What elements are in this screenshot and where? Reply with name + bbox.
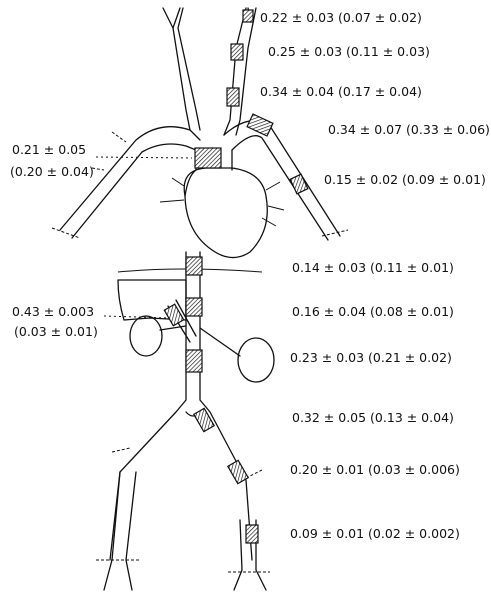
site-carotid-lower xyxy=(227,88,239,106)
leader-coeliac xyxy=(104,316,168,318)
label-aortic-bifurcation: 0.32 ± 0.05 (0.13 ± 0.04) xyxy=(292,412,454,425)
leader-aortic-arch xyxy=(96,157,192,158)
label-coeliac-b: (0.03 ± 0.01) xyxy=(14,326,98,339)
label-carotid-lower: 0.34 ± 0.04 (0.17 ± 0.04) xyxy=(260,86,422,99)
site-suprarenal-aorta xyxy=(186,298,202,316)
left-carotid-artery xyxy=(163,8,200,130)
site-iliac xyxy=(228,460,248,483)
label-brachial: 0.15 ± 0.02 (0.09 ± 0.01) xyxy=(324,174,486,187)
label-femoral: 0.09 ± 0.01 (0.02 ± 0.002) xyxy=(290,528,460,541)
label-suprarenal-aorta: 0.16 ± 0.04 (0.08 ± 0.01) xyxy=(292,306,454,319)
site-femoral xyxy=(246,525,258,543)
site-infrarenal-aorta xyxy=(186,350,202,372)
left-femoral-artery xyxy=(96,448,140,590)
label-coeliac-a: 0.43 ± 0.003 xyxy=(12,306,94,319)
label-infrarenal-aorta: 0.23 ± 0.03 (0.21 ± 0.02) xyxy=(290,352,452,365)
label-thoracic-aorta: 0.14 ± 0.03 (0.11 ± 0.01) xyxy=(292,262,454,275)
site-carotid-upper xyxy=(243,10,253,22)
site-carotid-mid xyxy=(231,44,243,60)
site-aortic-arch xyxy=(195,148,221,168)
site-thoracic-aorta xyxy=(186,257,202,275)
label-aortic-arch-b: (0.20 ± 0.04) xyxy=(10,166,94,179)
heart xyxy=(160,168,284,258)
right-carotid-artery xyxy=(224,8,256,135)
site-aortic-bifurcation xyxy=(194,408,214,431)
label-iliac: 0.20 ± 0.01 (0.03 ± 0.006) xyxy=(290,464,460,477)
right-kidney xyxy=(200,328,274,382)
label-carotid-mid: 0.25 ± 0.03 (0.11 ± 0.03) xyxy=(268,46,430,59)
label-subclavian: 0.34 ± 0.07 (0.33 ± 0.06) xyxy=(328,124,490,137)
label-aortic-arch-a: 0.21 ± 0.05 xyxy=(12,144,86,157)
site-subclavian xyxy=(247,114,273,136)
site-brachial xyxy=(290,174,308,194)
label-carotid-upper: 0.22 ± 0.03 (0.07 ± 0.02) xyxy=(260,12,422,25)
